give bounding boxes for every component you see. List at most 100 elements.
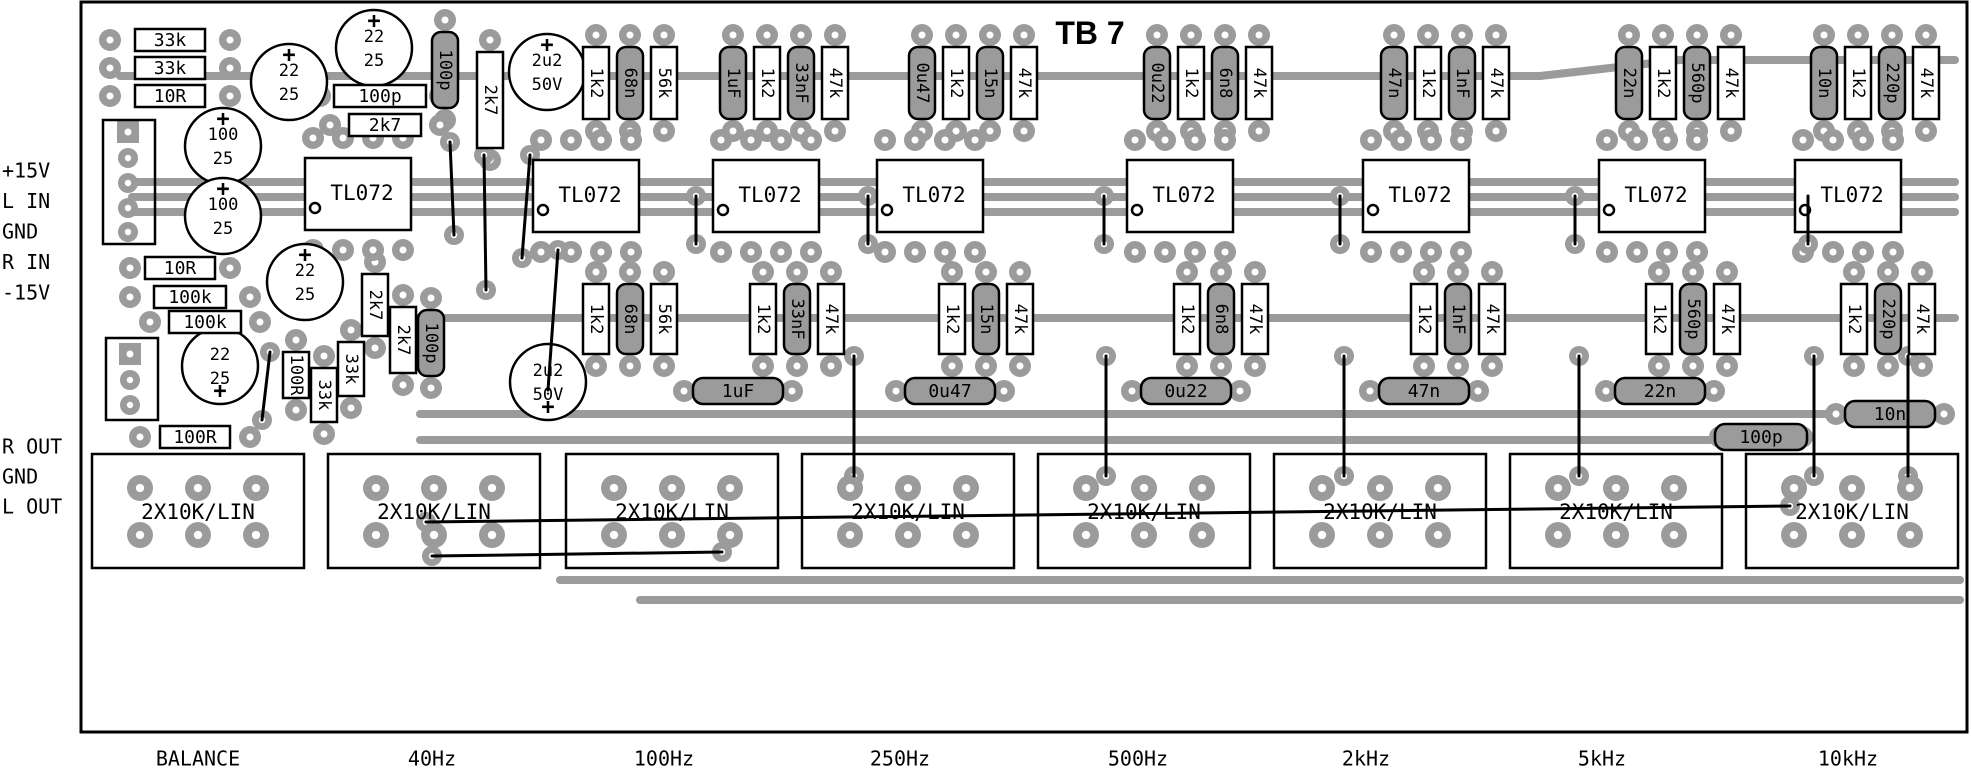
band-3-series-cap-label: 0u47 xyxy=(928,381,971,402)
ecap-22-b-value: 22 xyxy=(364,27,384,47)
drill-hole xyxy=(1131,136,1139,144)
drill-hole xyxy=(747,136,755,144)
drill-hole xyxy=(487,530,497,540)
drill-hole xyxy=(1611,530,1621,540)
band-6-top-part-2-body xyxy=(1648,45,1678,121)
ecap-22-a-value: 22 xyxy=(279,61,299,81)
band-4-series-cap-label: 0u22 xyxy=(1164,381,1207,402)
drill-hole xyxy=(680,387,688,395)
slider-pot-3-label: 2X10K/LIN xyxy=(615,500,729,524)
drill-hole xyxy=(660,362,668,370)
drill-hole xyxy=(1633,248,1641,256)
drill-hole xyxy=(226,64,234,72)
drill-hole xyxy=(831,31,839,39)
drill-hole xyxy=(986,127,994,135)
drill-hole xyxy=(1603,136,1611,144)
ecap-100-b-polarity-mark: + xyxy=(216,177,229,202)
drill-hole xyxy=(1602,387,1610,395)
band-3-bottom-part-3-body xyxy=(1005,282,1035,356)
band-2-opamp-label: TL072 xyxy=(738,183,801,207)
band-6-series-cap-body xyxy=(1613,376,1707,406)
drill-hole xyxy=(971,248,979,256)
band-1-opamp-pin1-mark xyxy=(536,203,550,217)
ecap-22-b-voltage: 25 xyxy=(364,51,384,71)
ecap-22-c-value: 22 xyxy=(295,261,315,281)
band-2-bottom-part-2-body xyxy=(782,282,812,356)
drill-hole xyxy=(1397,136,1405,144)
drill-hole xyxy=(1693,136,1701,144)
drill-hole xyxy=(788,387,796,395)
drill-hole xyxy=(427,384,435,392)
band-3-opamp-body xyxy=(875,158,985,234)
band-5-bottom-part-1-label: 1k2 xyxy=(1414,304,1434,335)
drill-hole xyxy=(1020,127,1028,135)
drill-hole xyxy=(1366,387,1374,395)
drill-hole xyxy=(256,318,264,326)
drill-hole xyxy=(1847,483,1857,493)
band-4-bottom-part-2-label: 6n8 xyxy=(1211,304,1231,335)
drill-hole xyxy=(320,352,328,360)
band-1-bottom-part-1-label: 1k2 xyxy=(586,304,606,335)
opamp-input-body xyxy=(303,156,413,232)
band-5-opamp-label: TL072 xyxy=(1388,183,1451,207)
drill-hole xyxy=(1367,248,1375,256)
band-6-top-part-4-label: 47k xyxy=(1721,68,1741,99)
band-4-top-part-1-label: 0u22 xyxy=(1147,63,1167,104)
cap-100p-extra-label: 100p xyxy=(1739,427,1782,448)
drill-hole xyxy=(725,483,735,493)
drill-hole xyxy=(106,64,114,72)
band-7-opamp-label: TL072 xyxy=(1820,183,1883,207)
band-4-series-cap-body xyxy=(1139,376,1233,406)
drill-hole xyxy=(1888,31,1896,39)
band-2-bottom-part-1-body xyxy=(748,282,778,356)
ecap-2u2-a-value: 2u2 xyxy=(532,51,563,71)
connector-output xyxy=(104,336,160,422)
resistor-100k-b-label: 100k xyxy=(183,312,227,333)
ecap-22-a-outline xyxy=(249,42,329,122)
drill-hole xyxy=(124,204,132,212)
band-6-top-part-3-label: 560p xyxy=(1687,63,1707,104)
drill-hole xyxy=(1251,268,1259,276)
section-label-5: 500Hz xyxy=(1108,747,1168,769)
band-6-top-part-1-label: 22n xyxy=(1619,68,1639,99)
drill-hole xyxy=(660,31,668,39)
drill-hole xyxy=(667,530,677,540)
drill-hole xyxy=(1611,483,1621,493)
ecap-22-c-polarity-mark: + xyxy=(298,243,311,268)
board-title: TB 7 xyxy=(1055,15,1124,51)
drill-hole xyxy=(1454,362,1462,370)
ecap-2u2-b-value: 2u2 xyxy=(533,361,564,381)
drill-hole xyxy=(1884,362,1892,370)
band-2-bottom-part-2-label: 33nF xyxy=(787,299,807,340)
band-7-top-part-2-label: 1k2 xyxy=(1848,68,1868,99)
band-4-bottom-part-2-body xyxy=(1206,282,1236,356)
resistor-10r-a-label: 10R xyxy=(154,86,187,107)
band-3-bottom-part-2-label: 15n xyxy=(976,304,996,335)
drill-hole xyxy=(1693,248,1701,256)
ecap-22-d-voltage: 25 xyxy=(210,369,230,389)
band-5-bottom-part-3-body xyxy=(1477,282,1507,356)
band-6-top-part-2-label: 1k2 xyxy=(1653,68,1673,99)
band-6-opamp-body xyxy=(1597,158,1707,234)
band-4-top-part-2-body xyxy=(1176,45,1206,121)
band-1-bottom-part-2-body xyxy=(615,282,645,356)
drill-hole xyxy=(226,92,234,100)
ecap-22-a-polarity-mark: + xyxy=(282,43,295,68)
drill-hole xyxy=(1161,248,1169,256)
band-3-top-part-1-label: 0u47 xyxy=(912,63,932,104)
band-3-top-part-3-body xyxy=(975,45,1005,121)
drill-hole xyxy=(326,121,334,129)
drill-hole xyxy=(106,36,114,44)
band-2-top-part-4-body xyxy=(820,45,850,121)
band-5-top-part-1-label: 47n xyxy=(1384,68,1404,99)
band-6-series-cap-label: 22n xyxy=(1644,381,1677,402)
drill-hole xyxy=(881,136,889,144)
drill-hole xyxy=(597,248,605,256)
band-3-opamp-pin1-mark xyxy=(880,203,894,217)
ecap-100-a-value: 100 xyxy=(208,125,239,145)
drill-hole xyxy=(1000,387,1008,395)
band-4-opamp-pin1-mark xyxy=(1130,203,1144,217)
drill-hole xyxy=(126,350,134,358)
drill-hole xyxy=(1884,268,1892,276)
drill-hole xyxy=(667,483,677,493)
